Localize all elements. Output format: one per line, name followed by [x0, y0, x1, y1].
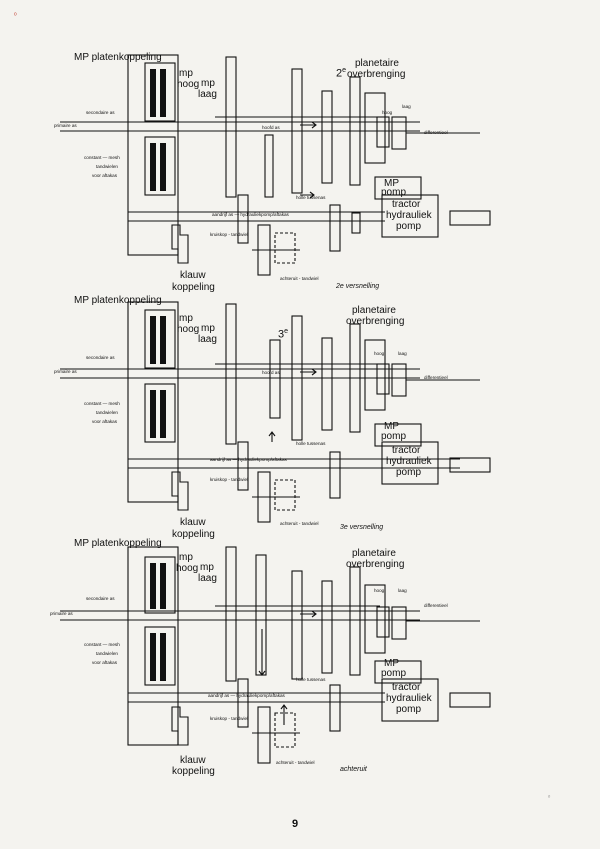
small-hoog-label: hoog — [382, 110, 393, 115]
voor-aftakas-label: voor aftakas — [92, 660, 118, 665]
pomp-label: pomp — [396, 221, 422, 232]
klauw-label: klauw — [180, 270, 206, 281]
gearbox-diagram-reverse: MP platenkoppeling mp hoog mp laag plane… — [0, 535, 600, 790]
planetaire-label: planetaire — [352, 548, 396, 559]
gearbox-drawing — [60, 301, 491, 523]
clutch-label: MP platenkoppeling — [74, 52, 162, 63]
koppeling-label: koppeling — [172, 282, 215, 293]
planetaire-label: planetaire — [355, 58, 399, 69]
clutch-label: MP platenkoppeling — [74, 295, 162, 306]
holle-tussenas-label: holle tussenas — [296, 677, 326, 682]
holle-tussenas-label: holle tussenas — [296, 441, 326, 446]
mp-label-2: mp — [201, 323, 215, 334]
achteruit-label: achteruit - tandwiel — [280, 276, 319, 281]
mp-label: mp — [179, 313, 193, 324]
secondaire-as-label: secondaire as — [86, 596, 115, 601]
klauw-label: klauw — [180, 517, 206, 528]
koppeling-label: koppeling — [172, 766, 215, 777]
gearbox-diagram-3rd-gear: MP platenkoppeling mp hoog mp laag 3e pl… — [0, 292, 600, 547]
hydrauliek-label: hydrauliek — [386, 456, 432, 467]
secondaire-as-label: secondaire as — [86, 355, 115, 360]
pomp-label: pomp — [396, 704, 422, 715]
diagram-caption: 2e versnelling — [336, 283, 380, 290]
differentieel-label: differentieel — [424, 603, 448, 608]
constant-mesh-label: constant — mesh — [84, 155, 120, 160]
kruiskop-label: kruiskop - tandwiel — [210, 477, 249, 482]
constant-mesh-label: constant — mesh — [84, 401, 120, 406]
laag-label: laag — [198, 573, 217, 584]
hydrauliek-label: hydrauliek — [386, 693, 432, 704]
pomp-label: pomp — [396, 467, 422, 478]
small-laag-label: laag — [398, 588, 407, 593]
mp-label-2: mp — [201, 78, 215, 89]
mp-pomp-label-2: pomp — [381, 187, 407, 198]
tractor-label: tractor — [392, 682, 421, 693]
laag-label: laag — [198, 89, 217, 100]
primaire-as-label: primaire as — [50, 611, 73, 616]
aandrijf-as-label: aandrijf as — hydrauliekpomp/aftakas — [210, 457, 287, 462]
page-number: 9 — [292, 818, 299, 830]
laag-label: laag — [198, 334, 217, 345]
small-hoog-label: hoog — [374, 588, 385, 593]
mp-pomp-label-1: MP — [384, 178, 399, 189]
clutch-label: MP platenkoppeling — [74, 538, 162, 549]
constant-mesh-label: constant — mesh — [84, 642, 120, 647]
overbrenging-label: overbrenging — [346, 559, 405, 570]
gear-number: 3e — [278, 328, 289, 341]
scan-mark: ᵒ — [548, 795, 551, 801]
holle-tussenas-label: holle tussenas — [296, 195, 326, 200]
gearbox-drawing — [60, 54, 491, 276]
mp-pomp-label-1: MP — [384, 421, 399, 432]
mp-pomp-label-2: pomp — [381, 431, 407, 442]
differentieel-label: differentieel — [424, 375, 448, 380]
small-hoog-label: hoog — [374, 351, 385, 356]
mp-pomp-label-1: MP — [384, 658, 399, 669]
planetaire-label: planetaire — [352, 305, 396, 316]
hoog-label: hoog — [177, 79, 200, 90]
mp-pomp-label-2: pomp — [381, 668, 407, 679]
tractor-label: tractor — [392, 445, 421, 456]
tandwielen-label: tandwielen — [96, 651, 118, 656]
primaire-as-label: primaire as — [54, 123, 77, 128]
primaire-as-label: primaire as — [54, 369, 77, 374]
differentieel-label: differentieel — [424, 130, 448, 135]
tractor-label: tractor — [392, 199, 421, 210]
mp-label: mp — [179, 68, 193, 79]
koppeling-label: koppeling — [172, 529, 215, 540]
scan-mark: ᵒ — [14, 12, 17, 19]
achteruit-label: achteruit - tandwiel — [280, 521, 319, 526]
hoofd-as-label: hoofd as — [262, 370, 280, 375]
mp-label: mp — [179, 552, 193, 563]
overbrenging-label: overbrenging — [346, 316, 405, 327]
klauw-label: klauw — [180, 755, 206, 766]
kruiskop-label: kruiskop - tandwiel — [210, 232, 249, 237]
aandrijf-as-label: aandrijf as — hydrauliekpomp/aftakas — [212, 212, 289, 217]
gearbox-diagram-2nd-gear: MP platenkoppeling mp hoog mp laag 2e pl… — [0, 45, 600, 300]
hydrauliek-label: hydrauliek — [386, 210, 432, 221]
small-laag-label: laag — [398, 351, 407, 356]
secondaire-as-label: secondaire as — [86, 110, 115, 115]
gearbox-drawing — [60, 546, 491, 764]
kruiskop-label: kruiskop - tandwiel — [210, 716, 249, 721]
hoofd-as-label: hoofd as — [262, 125, 280, 130]
gear-number: 2e — [336, 67, 347, 80]
achteruit-label: achteruit - tandwiel — [276, 760, 315, 765]
tandwielen-label: tandwielen — [96, 410, 118, 415]
mp-label-2: mp — [200, 562, 214, 573]
diagram-caption: 3e versnelling — [340, 524, 384, 531]
tandwielen-label: tandwielen — [96, 164, 118, 169]
diagram-caption: achteruit — [340, 766, 367, 773]
voor-aftakas-label: voor aftakas — [92, 173, 118, 178]
overbrenging-label: overbrenging — [347, 69, 406, 80]
hoog-label: hoog — [177, 324, 200, 335]
aandrijf-as-label: aandrijf as — hydrauliekpomp/aftakas — [208, 693, 285, 698]
voor-aftakas-label: voor aftakas — [92, 419, 118, 424]
small-laag-label: laag — [402, 104, 411, 109]
hoog-label: hoog — [176, 563, 199, 574]
